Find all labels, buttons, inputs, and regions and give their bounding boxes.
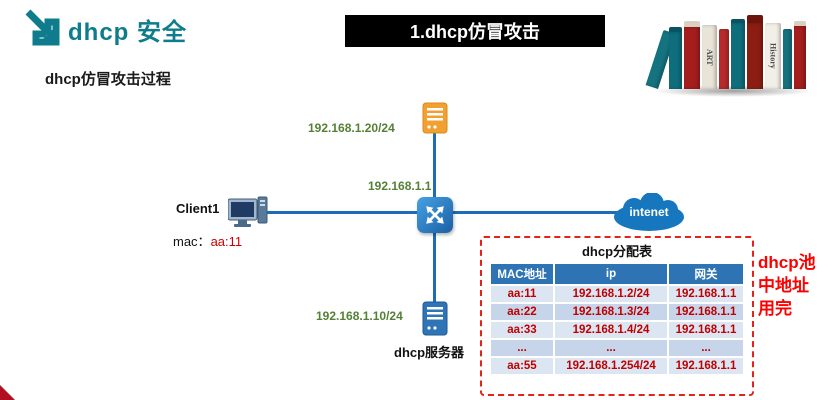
book-spine (783, 29, 792, 89)
table-cell: ... (669, 340, 743, 356)
client-icon (227, 196, 270, 237)
label-rogue-server-ip: 192.168.1.20/24 (308, 121, 395, 135)
allocation-table: MAC地址 ip 网关 aa:11 192.168.1.2/24 192.168… (489, 262, 745, 376)
annotation-line: dhcp池 (758, 253, 816, 272)
book-spine-art: ART (702, 25, 717, 89)
table-cell: 192.168.1.1 (669, 322, 743, 338)
table-row: aa:33 192.168.1.4/24 192.168.1.1 (491, 322, 743, 338)
table-cell: ... (555, 340, 667, 356)
table-row: aa:55 192.168.1.254/24 192.168.1.1 (491, 358, 743, 374)
table-header-row: MAC地址 ip 网关 (491, 264, 743, 284)
banner-title: 1.dhcp仿冒攻击 (345, 15, 605, 47)
table-cell: 192.168.1.4/24 (555, 322, 667, 338)
book-label-art: ART (705, 48, 714, 66)
book-label-history: History (768, 43, 778, 69)
book-spine (719, 29, 729, 89)
logo-icon (22, 8, 64, 51)
table-cell: 192.168.1.2/24 (555, 286, 667, 302)
internet-cloud: intenet (612, 192, 686, 233)
rogue-server-icon (419, 102, 451, 139)
book-spine (794, 21, 806, 89)
book-spine (669, 27, 682, 89)
table-cell: aa:55 (491, 358, 553, 374)
switch-icon (417, 197, 453, 233)
table-cell: ... (491, 340, 553, 356)
table-cell: 192.168.1.1 (669, 358, 743, 374)
client-mac-value: aa:11 (210, 234, 243, 249)
table-cell: 192.168.1.254/24 (555, 358, 667, 374)
book-spine (747, 15, 763, 89)
client-mac: mac：aa:11 (173, 231, 242, 250)
annotation-line: 中地址 (758, 275, 809, 295)
allocation-table-box: dhcp分配表 MAC地址 ip 网关 aa:11 192.168.1.2/24… (480, 236, 754, 396)
book-spine (684, 21, 700, 89)
table-cell: 192.168.1.1 (669, 286, 743, 302)
header-cell-gateway: 网关 (669, 264, 743, 284)
label-switch-ip: 192.168.1.1 (368, 179, 432, 193)
annotation-text: dhcp池 中地址 用完 (758, 252, 834, 321)
table-cell: 192.168.1.1 (669, 304, 743, 320)
allocation-table-title: dhcp分配表 (581, 244, 653, 259)
corner-mark (0, 385, 15, 400)
annotation-line: 用完 (758, 298, 792, 318)
book-spine (731, 19, 745, 89)
page-title: dhcp仿冒攻击过程 (45, 71, 171, 88)
table-cell: 192.168.1.3/24 (555, 304, 667, 320)
cloud-label: intenet (629, 205, 669, 219)
dhcp-server-name: dhcp服务器 (394, 345, 465, 360)
table-cell: aa:22 (491, 304, 553, 320)
client-mac-prefix: mac： (173, 234, 211, 249)
logo-text: dhcp 安全 (68, 19, 187, 46)
table-row: aa:11 192.168.1.2/24 192.168.1.1 (491, 286, 743, 302)
header-cell-mac: MAC地址 (491, 264, 553, 284)
client-label: Client1 (176, 201, 220, 216)
dhcp-server-icon (419, 301, 451, 342)
table-row: ... ... ... (491, 340, 743, 356)
label-dhcp-server-ip: 192.168.1.10/24 (316, 309, 403, 323)
table-cell: aa:11 (491, 286, 553, 302)
header-cell-ip: ip (555, 264, 667, 284)
book-spine-history: History (765, 23, 781, 89)
table-cell: aa:33 (491, 322, 553, 338)
books-illustration: ART History (645, 2, 825, 97)
table-row: aa:22 192.168.1.3/24 192.168.1.1 (491, 304, 743, 320)
